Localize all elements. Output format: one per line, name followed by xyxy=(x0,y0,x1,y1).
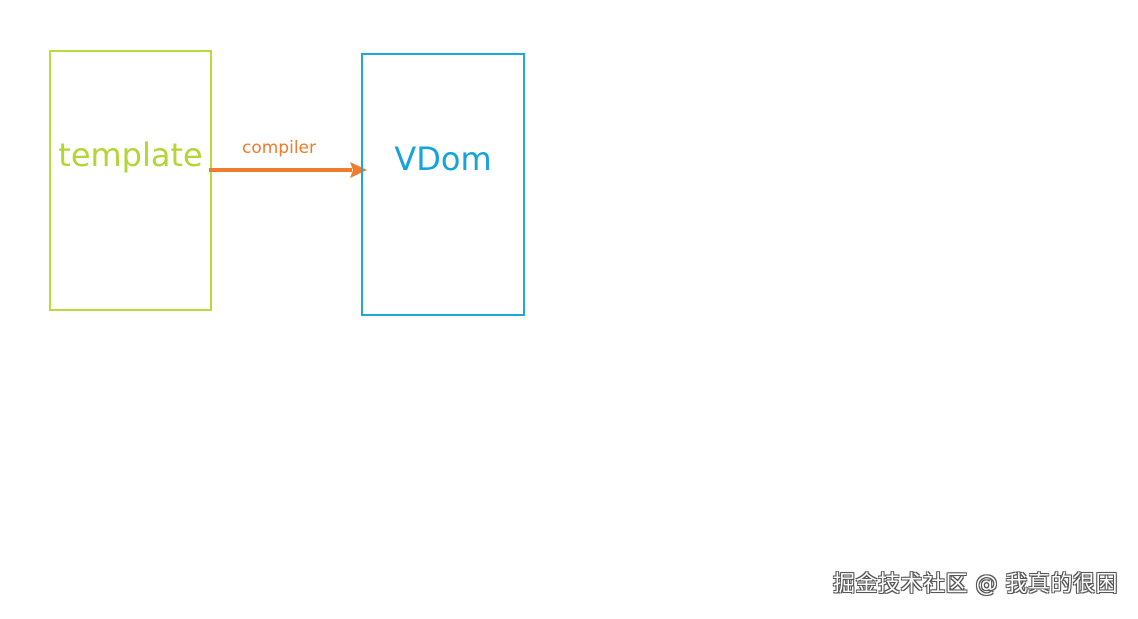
vdom-label: VDom xyxy=(394,139,492,178)
compiler-label: compiler xyxy=(242,138,316,158)
template-label: template xyxy=(58,135,203,174)
vdom-box: VDom xyxy=(361,53,525,316)
watermark-text: 掘金技术社区 @ 我真的很困 xyxy=(833,572,1118,597)
compiler-arrow-head xyxy=(350,162,367,178)
template-box: template xyxy=(49,50,212,311)
